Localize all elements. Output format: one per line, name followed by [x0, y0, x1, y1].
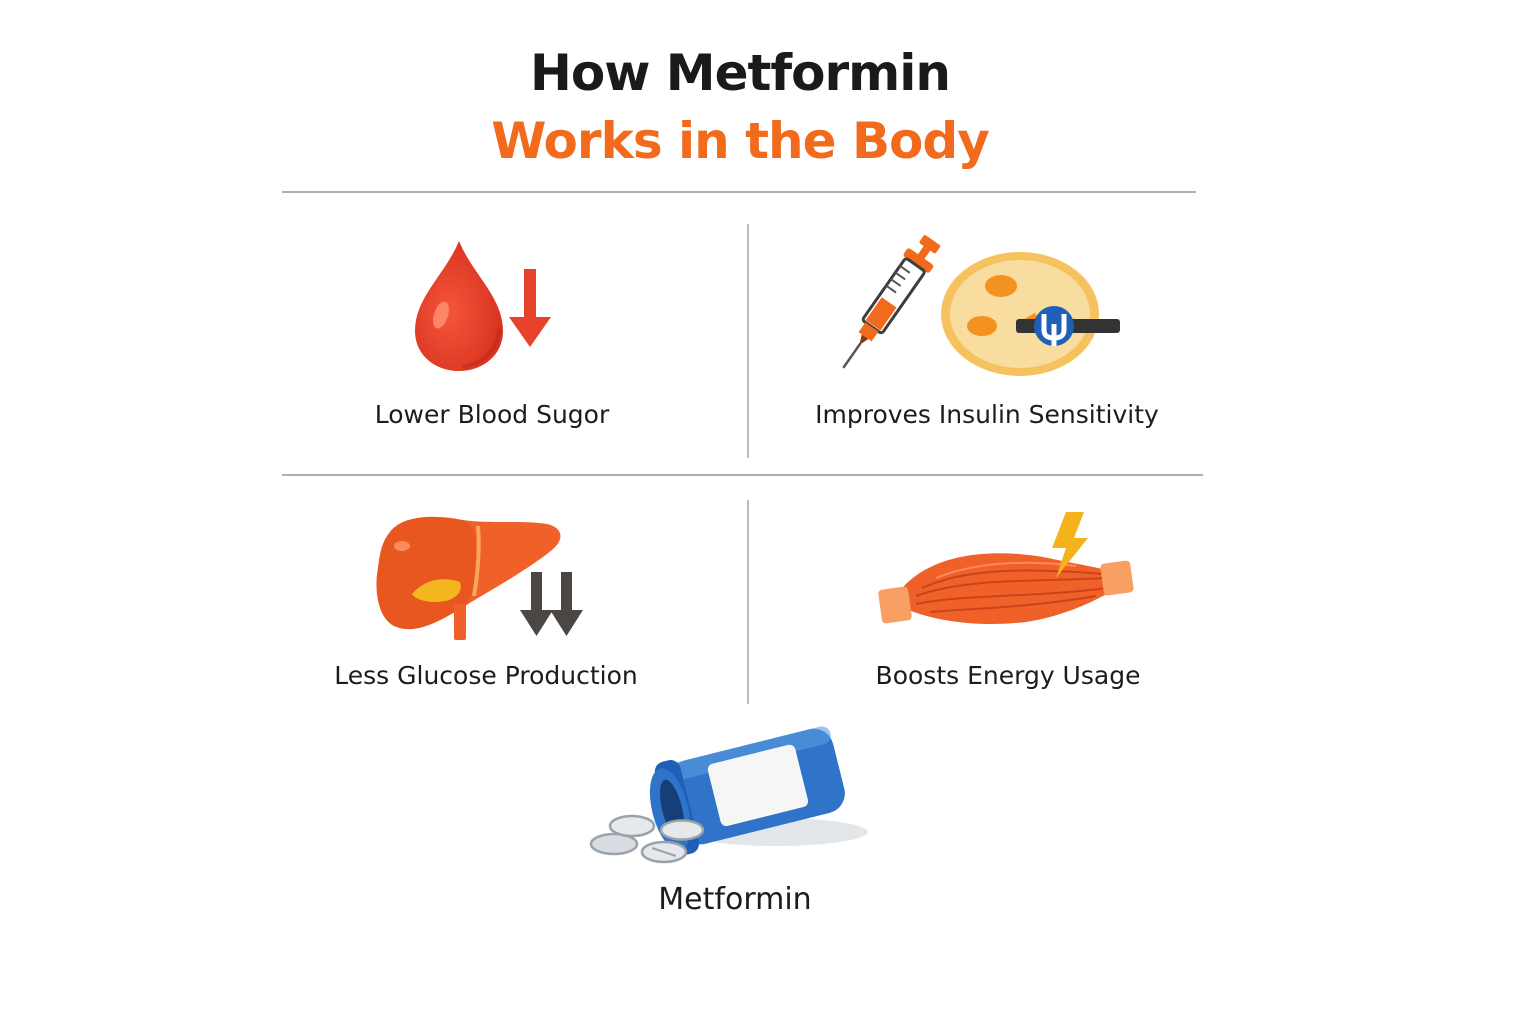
title-line-2: Works in the Body	[491, 112, 990, 170]
middle-divider	[282, 474, 1203, 476]
muscle-lightning-icon	[878, 512, 1134, 625]
effect-label-less-glucose-production: Less Glucose Production	[334, 661, 638, 690]
effect-label-improves-insulin-sensitivity: Improves Insulin Sensitivity	[815, 400, 1159, 429]
liver-double-down-arrow-icon	[376, 516, 583, 640]
effect-label-boosts-energy-usage: Boosts Energy Usage	[875, 661, 1141, 690]
lower-vertical-divider	[747, 500, 749, 704]
title-line-1: How Metformin	[530, 44, 951, 102]
blood-drop-down-arrow-icon	[415, 241, 551, 371]
cell-with-receptor-icon	[941, 252, 1120, 376]
effect-label-lower-blood-sugar: Lower Blood Sugor	[374, 400, 610, 429]
pill-bottle-icon	[589, 726, 868, 864]
upper-vertical-divider	[747, 224, 749, 458]
drug-label-metformin: Metformin	[658, 882, 812, 917]
syringe-icon	[842, 235, 941, 369]
top-divider	[282, 191, 1196, 193]
